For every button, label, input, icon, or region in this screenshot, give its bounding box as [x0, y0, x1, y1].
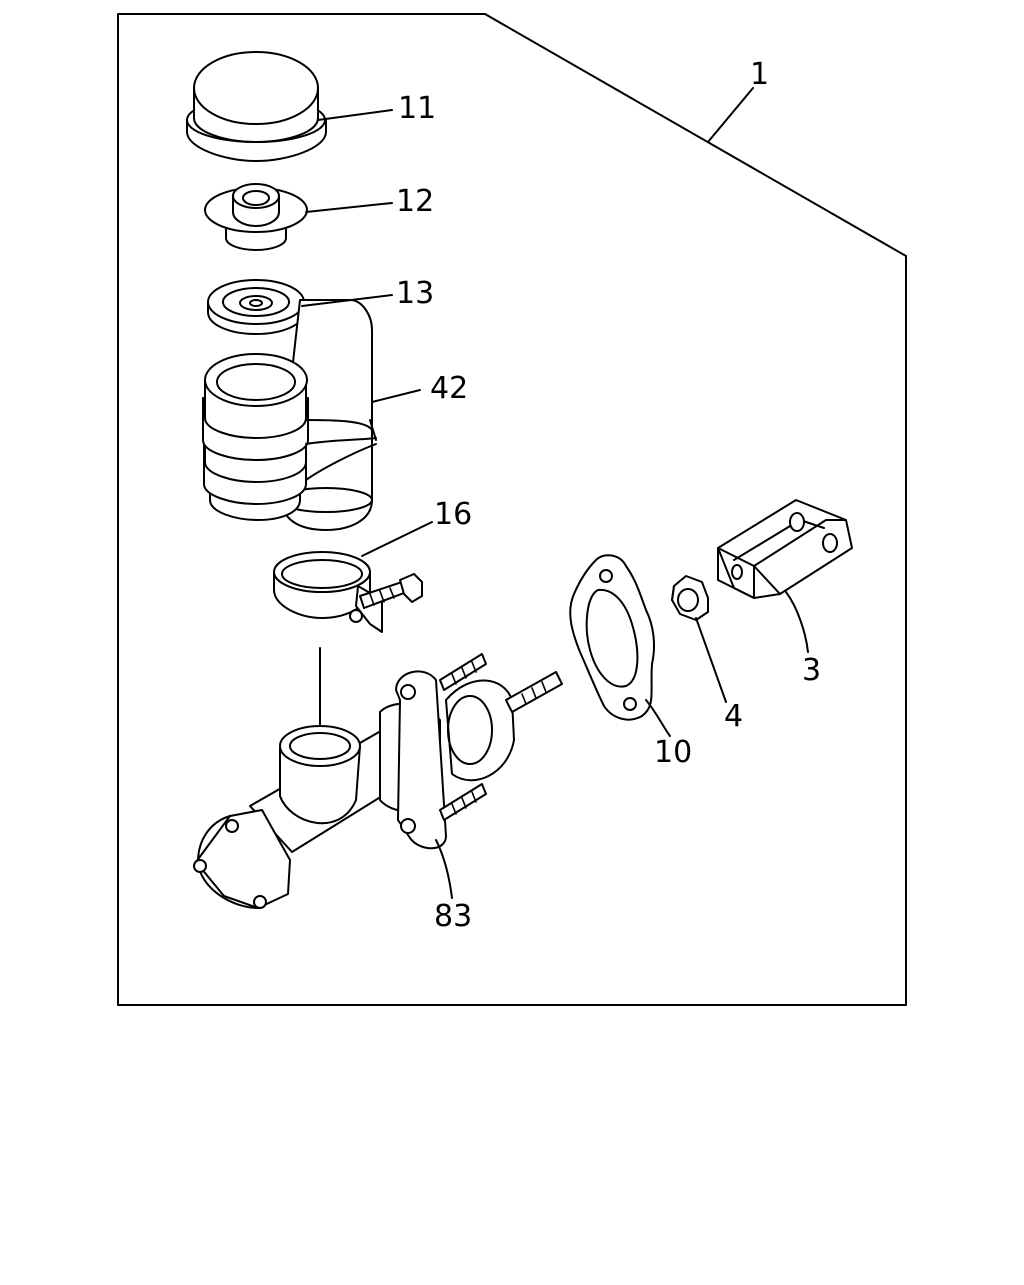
master-cylinder-part [193, 653, 563, 909]
leader-12 [305, 202, 393, 213]
leader-42 [371, 389, 421, 403]
gasket-part [569, 554, 655, 721]
callout-42: 42 [430, 371, 468, 406]
leader-11 [317, 109, 393, 121]
leader-10 [645, 699, 671, 737]
callout-10: 10 [654, 735, 692, 770]
leader-16 [361, 521, 433, 557]
leader-1 [707, 87, 754, 143]
callout-12: 12 [396, 184, 434, 219]
callout-16: 16 [434, 497, 472, 532]
clevis-part [717, 499, 853, 599]
reservoir-tank-part [202, 299, 377, 531]
cap-diaphragm-part [204, 183, 308, 251]
tank-clamp-part [273, 551, 423, 633]
callout-3: 3 [802, 653, 821, 688]
callout-13: 13 [396, 276, 434, 311]
leader-4 [695, 617, 727, 703]
leader-13 [301, 294, 393, 307]
callout-4: 4 [724, 699, 743, 734]
reservoir-seal-part [207, 279, 305, 335]
callout-11: 11 [398, 91, 436, 126]
nut-part [671, 575, 709, 621]
reservoir-cap-part [186, 51, 327, 162]
callout-1: 1 [750, 57, 769, 92]
assembly-frame [117, 13, 907, 1006]
leader-3 [785, 591, 809, 653]
leader-83 [435, 839, 453, 899]
callout-83: 83 [434, 899, 472, 934]
